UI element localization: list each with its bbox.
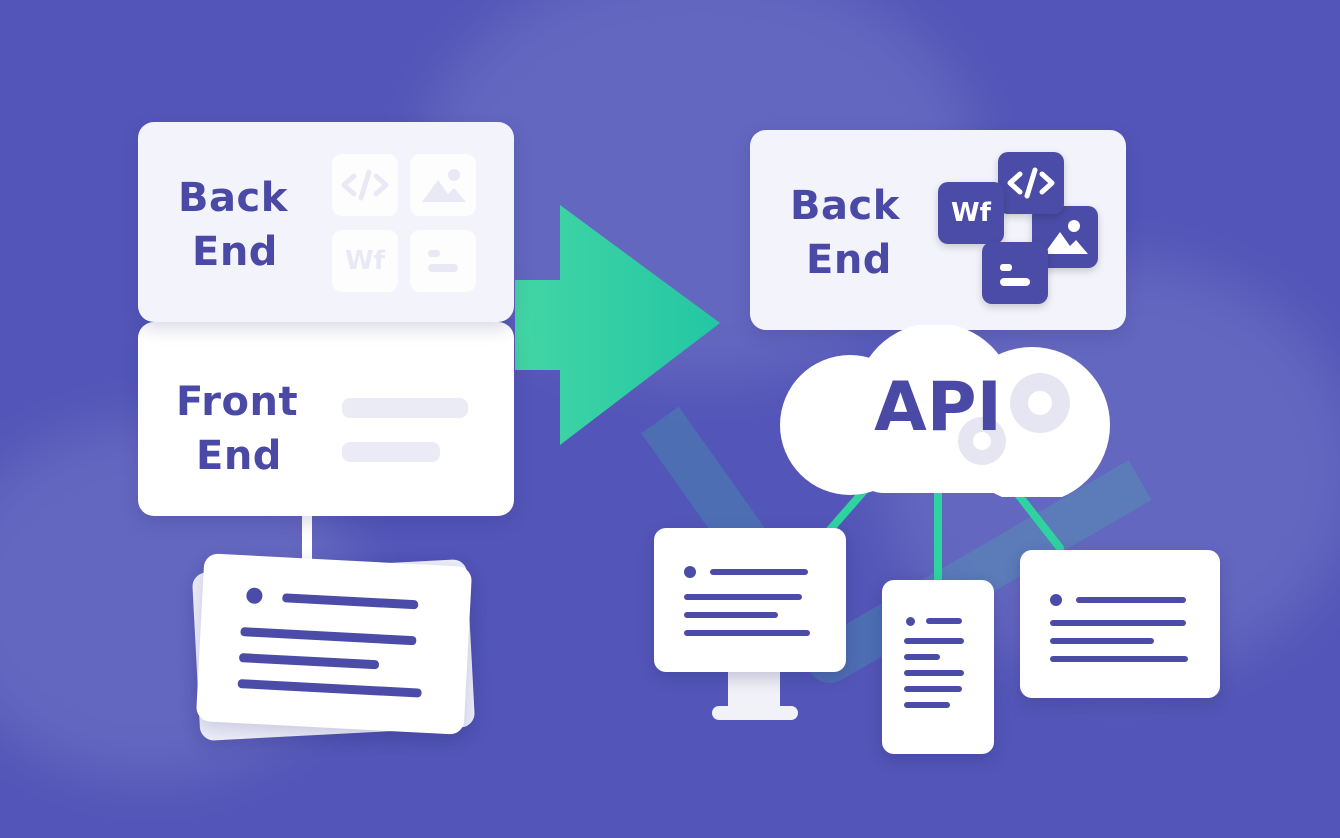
document-text-line [926,618,962,624]
left-front-end-card: Front End [138,322,514,516]
front-to-document-connector [302,510,312,570]
api-label: API [874,368,1002,447]
document-text-line [904,702,950,708]
desktop-monitor [654,528,846,672]
placeholder-bar [342,442,440,462]
monitor-stand [728,668,780,712]
monitor-base [712,706,798,720]
back-end-label-line2: End [192,229,278,275]
front-end-label-line1: Front [176,379,299,425]
back-end-label-line1: Back [178,175,288,221]
document-text-line [904,670,964,676]
code-icon [998,152,1064,214]
wf-text-icon: Wf [938,182,1004,244]
document-text-line [684,630,810,636]
document-text-line [1050,656,1188,662]
api-cloud [780,325,1110,497]
front-end-label-line2: End [196,433,282,479]
mobile-phone [882,580,994,754]
layout-icon [982,242,1048,304]
right-back-end-card: Back End Wf [750,130,1126,330]
tablet [1020,550,1220,698]
transition-arrow [515,205,720,445]
document-text-line [1050,620,1186,626]
left-back-end-card: Back End Wf [138,122,514,322]
document-text-line [904,638,964,644]
document-bullet [1050,594,1062,606]
document-text-line [684,594,802,600]
document-text-line [1050,638,1154,644]
layout-icon [410,230,476,292]
document-bullet [684,566,696,578]
document-text-line [684,612,778,618]
document-text-line [904,686,962,692]
document-text-line [710,569,808,575]
back-end-label-line1: Back [790,183,900,229]
document-text-line [1076,597,1186,603]
code-icon [332,154,398,216]
placeholder-bar [342,398,468,418]
document-bullet [906,617,915,626]
image-icon [410,154,476,216]
back-end-label-line2: End [806,237,892,283]
document-text-line [904,654,940,660]
wf-text-icon: Wf [332,230,398,292]
